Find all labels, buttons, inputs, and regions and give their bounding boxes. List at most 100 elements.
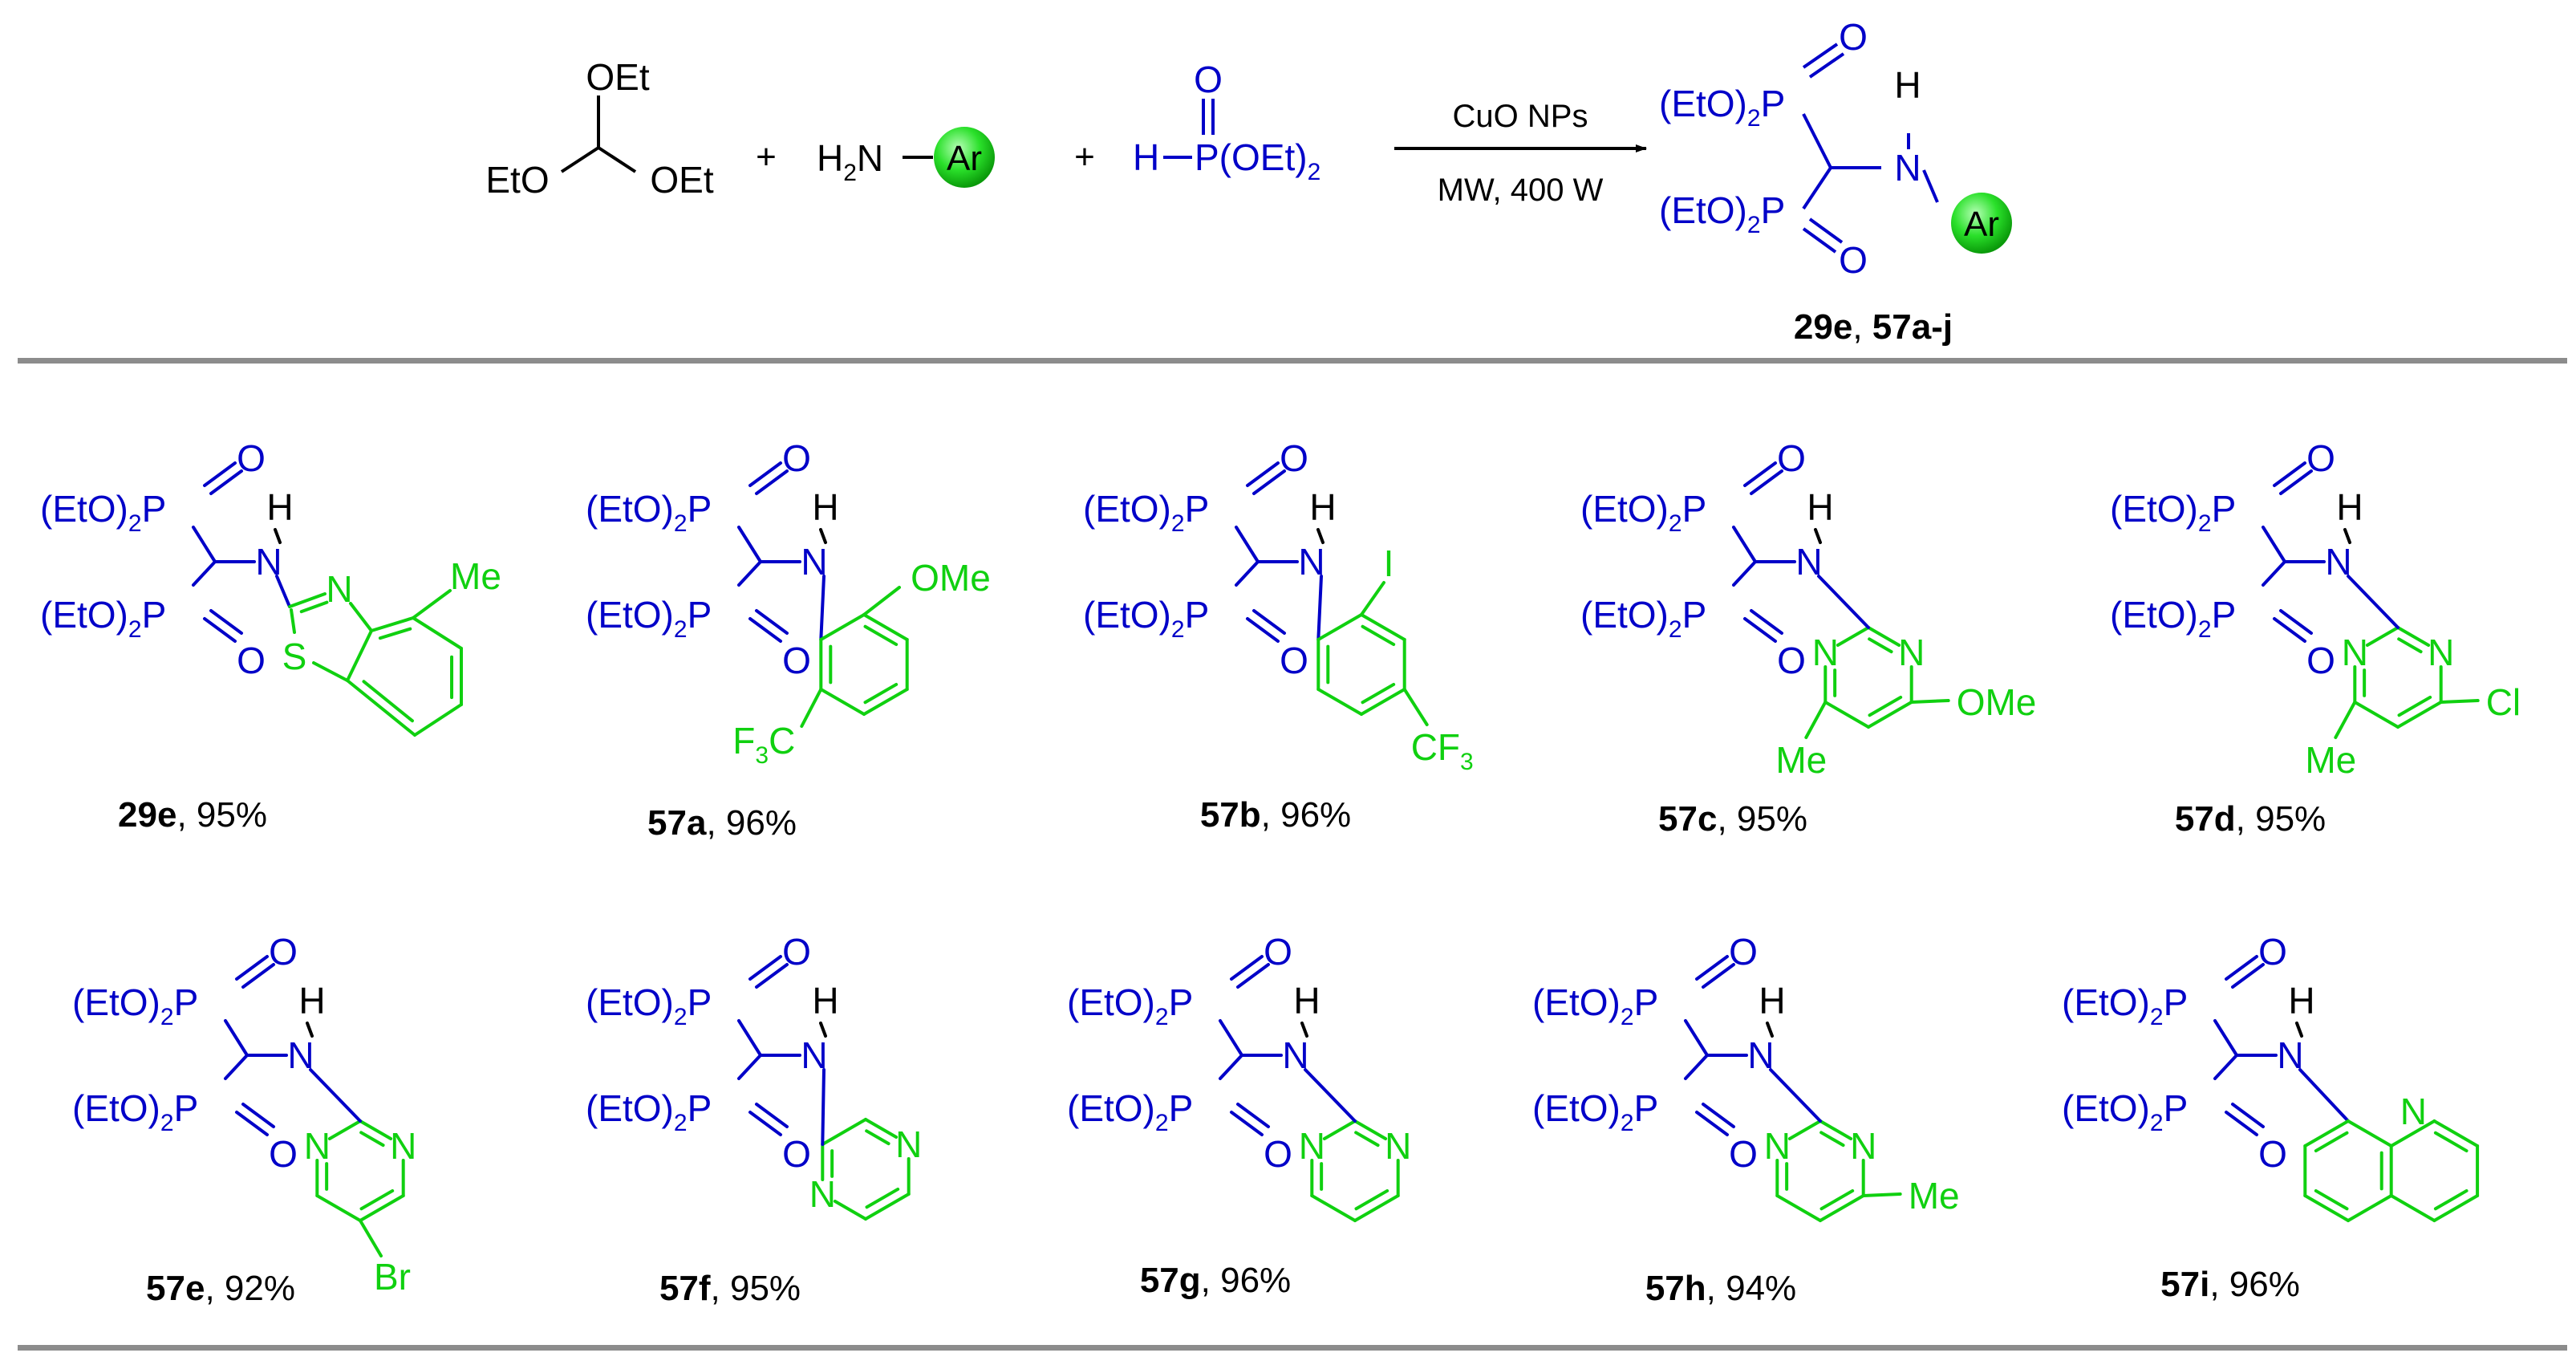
- phosphite-reagent: O H P(OEt)2: [1133, 59, 1320, 185]
- phosphite-p-label: P(OEt)2: [1195, 136, 1320, 185]
- eto-p-bottom: (EtO)2P: [1083, 594, 1209, 643]
- ring-n-label: N: [326, 568, 352, 610]
- compound-label: 57d, 95%: [2175, 799, 2326, 839]
- product-top-eto: (EtO)2P: [1659, 83, 1785, 132]
- p-oxo-top: O: [1729, 931, 1758, 973]
- p-oxo-bottom: O: [782, 1133, 811, 1175]
- nh-h-label: H: [812, 980, 838, 1022]
- product-series-label: 29e, 57a-j: [1794, 307, 1953, 347]
- plus-sign-1: +: [756, 137, 777, 177]
- eto-p-bottom: (EtO)2P: [72, 1087, 198, 1136]
- generic-product: (EtO)2P (EtO)2P O O H N Ar: [1659, 16, 2012, 281]
- aryl-ball-icon: [934, 127, 995, 188]
- compound-label: 57e, 92%: [146, 1269, 295, 1308]
- ring-n-label: N: [1898, 632, 1925, 673]
- compound-label: 57c, 95%: [1658, 799, 1807, 839]
- product-bottom-eto: (EtO)2P: [1659, 189, 1785, 238]
- amine-ar-label: Ar: [947, 139, 982, 178]
- bromo-label: Br: [374, 1256, 411, 1298]
- p-oxo-top: O: [1280, 437, 1308, 479]
- nh-h-label: H: [812, 486, 838, 528]
- ring-n-label: N: [809, 1173, 836, 1215]
- ring-n-label: N: [1764, 1125, 1791, 1167]
- eto-p-top: (EtO)2P: [2062, 981, 2188, 1030]
- reaction-row: OEt EtO OEt + H2N Ar + O H P(OEt)2: [485, 16, 2012, 347]
- eto-p-bottom: (EtO)2P: [2062, 1087, 2188, 1136]
- eto-p-top: (EtO)2P: [1580, 488, 1706, 537]
- conditions-label: MW, 400 W: [1438, 173, 1604, 208]
- product-o-bottom: O: [1839, 239, 1868, 281]
- methoxy-label: OMe: [911, 557, 991, 599]
- ring-n-label: N: [2400, 1091, 2427, 1132]
- compound-label: 57i, 96%: [2160, 1265, 2300, 1304]
- p-oxo-top: O: [237, 437, 266, 479]
- compound-label: 57b, 96%: [1200, 795, 1351, 835]
- nh-h-label: H: [2336, 486, 2363, 528]
- product-ar-label: Ar: [1964, 205, 1999, 244]
- eto-label: EtO: [485, 159, 549, 201]
- eto-p-bottom: (EtO)2P: [1532, 1087, 1658, 1136]
- p-oxo-bottom: O: [2306, 640, 2335, 681]
- amine-reagent: H2N Ar: [817, 127, 995, 188]
- phosphite-o-label: O: [1194, 59, 1223, 100]
- orthoformate: OEt EtO OEt: [485, 56, 713, 201]
- eto-p-top: (EtO)2P: [586, 488, 712, 537]
- oet-top-label: OEt: [586, 56, 649, 98]
- ring-s-label: S: [282, 636, 307, 677]
- nh-h-label: H: [1807, 486, 1833, 528]
- eto-p-top: (EtO)2P: [72, 981, 198, 1030]
- phosphite-h-label: H: [1133, 136, 1159, 178]
- ring-n-label: N: [390, 1125, 416, 1167]
- nh-h-label: H: [1293, 980, 1320, 1022]
- methyl-label: Me: [1775, 739, 1827, 781]
- eto-p-top: (EtO)2P: [1532, 981, 1658, 1030]
- p-oxo-bottom: O: [1280, 640, 1308, 681]
- p-oxo-bottom: O: [2258, 1133, 2287, 1175]
- p-oxo-bottom: O: [237, 640, 266, 681]
- catalyst-label: CuO NPs: [1453, 99, 1588, 134]
- nh-h-label: H: [1759, 980, 1785, 1022]
- trifluoromethyl-label: CF3: [1411, 726, 1474, 775]
- eto-p-bottom: (EtO)2P: [586, 594, 712, 643]
- product-h-label: H: [1894, 64, 1921, 106]
- product-aryl-ball-icon: [1951, 193, 2012, 254]
- methyl-label: Me: [2305, 739, 2356, 781]
- compound-label: 57f, 95%: [659, 1269, 801, 1308]
- product-n-label: N: [1894, 147, 1921, 189]
- methyl-label: Me: [450, 555, 501, 597]
- eto-p-top: (EtO)2P: [1083, 488, 1209, 537]
- nh-h-label: H: [266, 486, 293, 528]
- p-oxo-bottom: O: [782, 640, 811, 681]
- eto-p-top: (EtO)2P: [586, 981, 712, 1030]
- eto-p-bottom: (EtO)2P: [1067, 1087, 1193, 1136]
- ring-n-label: N: [1299, 1125, 1325, 1167]
- compound-label: 57g, 96%: [1140, 1261, 1291, 1300]
- nh-h-label: H: [2288, 980, 2314, 1022]
- nh-h-label: H: [1309, 486, 1336, 528]
- nh-h-label: H: [298, 980, 325, 1022]
- eto-p-bottom: (EtO)2P: [40, 594, 166, 643]
- p-oxo-top: O: [2306, 437, 2335, 479]
- ring-n-label: N: [1812, 632, 1839, 673]
- p-oxo-bottom: O: [269, 1133, 298, 1175]
- plus-sign-2: +: [1074, 137, 1095, 177]
- p-oxo-top: O: [1777, 437, 1806, 479]
- ring-n-label: N: [304, 1125, 331, 1167]
- ring-n-label: N: [1385, 1125, 1411, 1167]
- eto-p-top: (EtO)2P: [1067, 981, 1193, 1030]
- ring-n-label: N: [1850, 1125, 1876, 1167]
- ring-n-label: N: [2342, 632, 2368, 673]
- oet-right-label: OEt: [650, 159, 713, 201]
- iodo-label: I: [1384, 542, 1394, 584]
- compound-label: 57a, 96%: [647, 803, 797, 843]
- p-oxo-top: O: [1264, 931, 1292, 973]
